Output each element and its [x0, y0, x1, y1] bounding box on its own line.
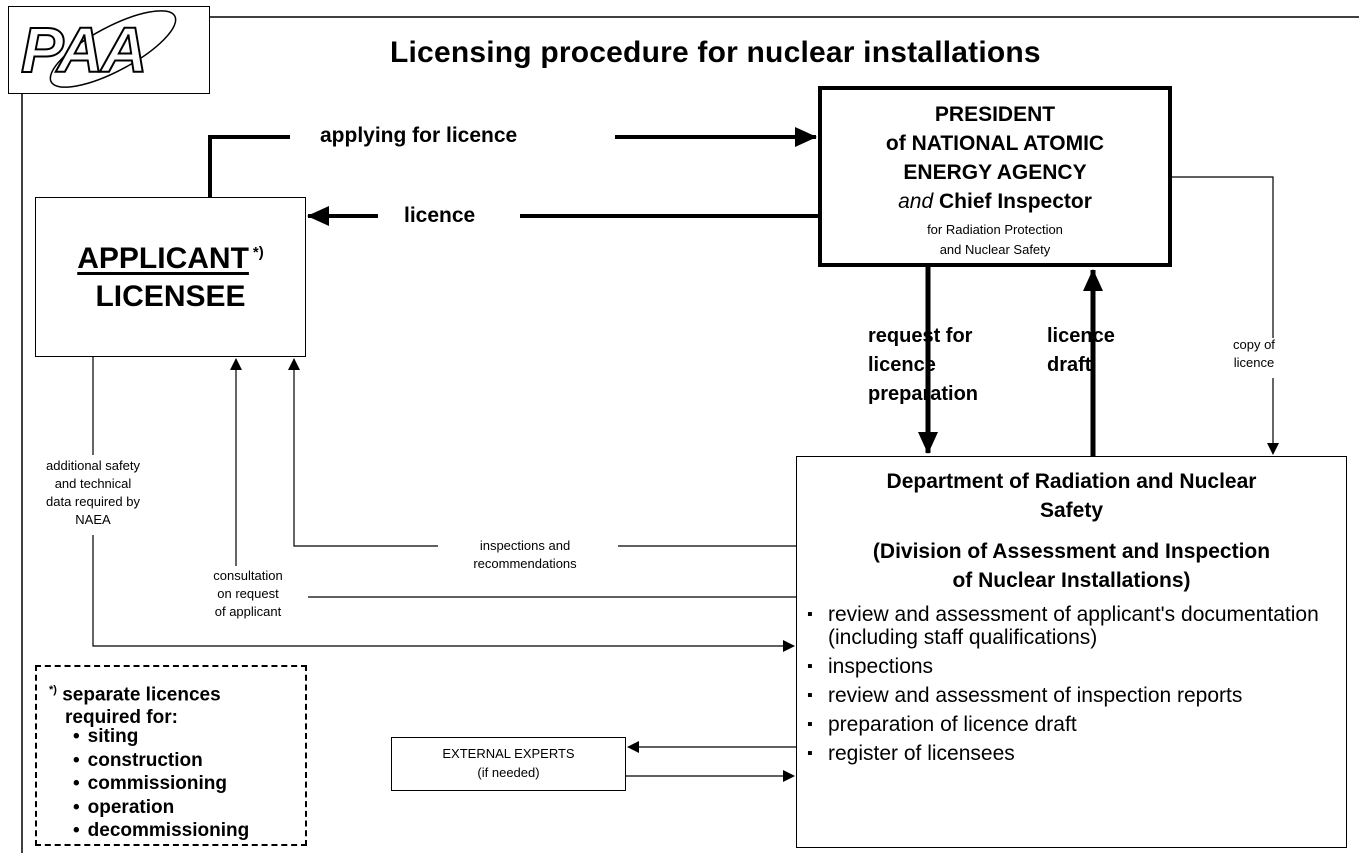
inspections-arrow [288, 358, 438, 547]
paa-logo: PAA [8, 6, 210, 94]
licence-types-note: *) separate licences required for: sitin… [35, 665, 307, 846]
copy-label: copy of licence [1233, 337, 1275, 370]
president-sub2: and Nuclear Safety [939, 242, 1051, 257]
page-title: Licensing procedure for nuclear installa… [390, 36, 1041, 69]
applicant-box: APPLICANT*) LICENSEE [35, 197, 306, 357]
applying-arrow-line [208, 135, 290, 197]
note-line2: required for: [65, 707, 178, 729]
and-word: and [898, 190, 934, 213]
task-item: preparation of licence draft [807, 713, 1338, 736]
request-label: request for licence preparation [868, 325, 979, 405]
licence-type-item: siting [73, 725, 249, 749]
licence-label: licence [404, 204, 476, 227]
consultation-label: consultation on request of applicant [213, 568, 283, 619]
logo-orbit-icon [49, 10, 177, 88]
experts-line2: (if needed) [477, 765, 540, 780]
president-box: PRESIDENT of NATIONAL ATOMIC ENERGY AGEN… [818, 86, 1172, 267]
licence-type-item: construction [73, 749, 249, 773]
licence-type-item: decommissioning [73, 819, 250, 843]
external-experts-box: EXTERNAL EXPERTS (if needed) [391, 737, 626, 791]
task-item: inspections [807, 655, 1338, 678]
applicant-label: APPLICANT [77, 242, 249, 275]
president-line3: ENERGY AGENCY [903, 161, 1087, 184]
department-task-list: review and assessment of applicant's doc… [807, 603, 1338, 771]
applicant-footnote-mark: *) [252, 244, 264, 261]
department-title-line1: Department of Radiation and Nuclear [886, 470, 1257, 493]
task-item: review and assessment of inspection repo… [807, 684, 1338, 707]
licence-type-item: commissioning [73, 772, 249, 796]
copy-arrow-line [1172, 176, 1274, 338]
applying-label: applying for licence [320, 124, 518, 147]
licence-type-item: operation [73, 796, 249, 820]
experts-line1: EXTERNAL EXPERTS [442, 746, 575, 761]
division-line2: of Nuclear Installations) [952, 569, 1191, 592]
department-title-line2: Safety [1039, 499, 1104, 522]
president-sub1: for Radiation Protection [927, 222, 1063, 237]
task-item: review and assessment of applicant's doc… [807, 603, 1338, 649]
licence-type-list: siting construction commissioning operat… [73, 725, 250, 843]
additional-arrow [92, 535, 795, 652]
note-mark: *) [49, 684, 57, 696]
department-box: Department of Radiation and Nuclear Safe… [796, 456, 1347, 848]
note-line1: separate licences [62, 684, 221, 706]
logo-text: PAA [20, 13, 148, 87]
task-item: register of licensees [807, 742, 1338, 765]
president-line2: of NATIONAL ATOMIC [885, 132, 1105, 155]
licensee-label: LICENSEE [95, 280, 246, 313]
additional-data-label: additional safety and technical data req… [46, 458, 140, 527]
president-line1: PRESIDENT [934, 103, 1056, 126]
draft-label: licence draft [1047, 325, 1115, 376]
chief-inspector-label: Chief Inspector [939, 190, 1092, 213]
division-line1: (Division of Assessment and Inspection [872, 540, 1271, 563]
inspections-label: inspections and recommendations [473, 538, 577, 571]
